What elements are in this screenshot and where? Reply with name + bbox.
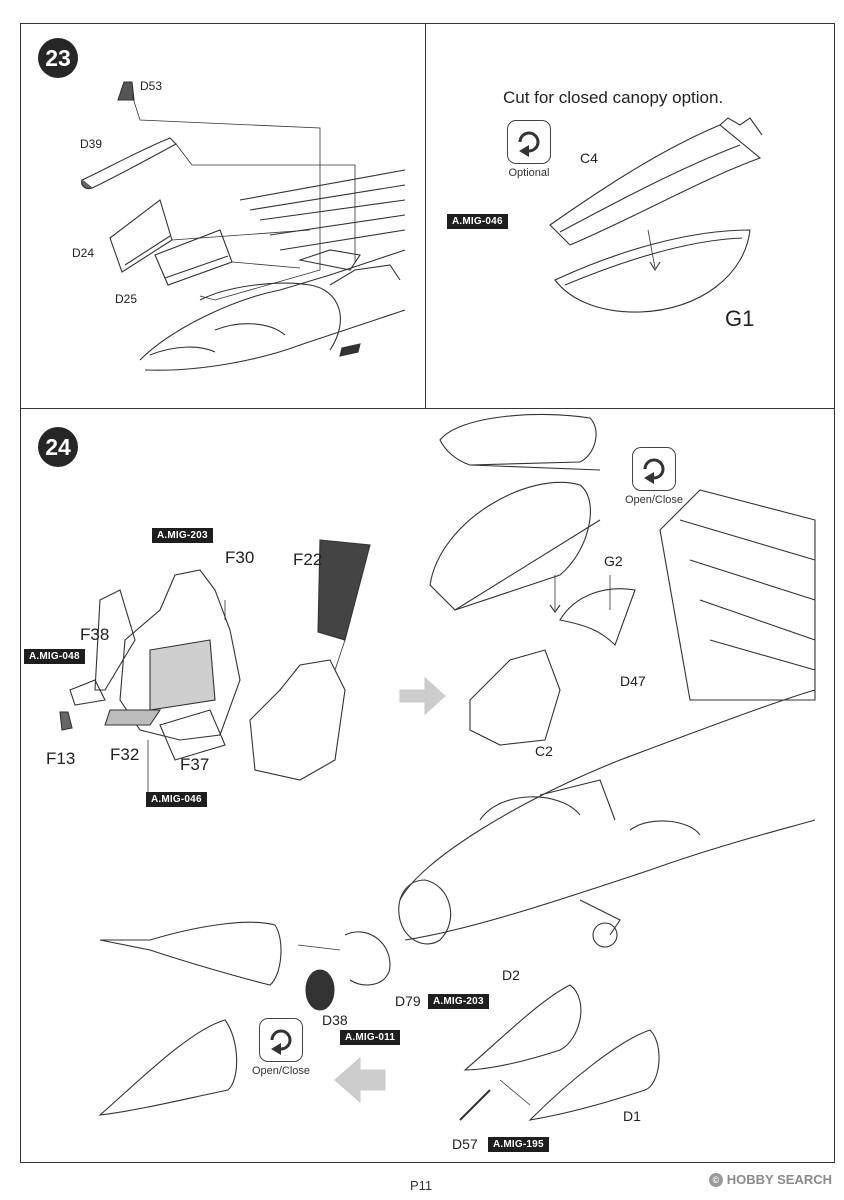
paint-code-c4: A.MIG-046 (447, 214, 508, 229)
closed-canopy-note: Cut for closed canopy option. (503, 88, 724, 107)
part-label-f38: F38 (80, 625, 110, 644)
paint-code-seat-left: A.MIG-048 (24, 649, 85, 664)
part-label-d24: D24 (72, 246, 95, 260)
paint-code-d79: A.MIG-203 (428, 994, 489, 1009)
paint-code-seat-top: A.MIG-203 (152, 528, 213, 543)
part-label-g1: G1 (725, 306, 755, 331)
part-label-c2: C2 (535, 743, 553, 759)
open-close-caption-top: Open/Close (624, 494, 684, 506)
part-label-d47: D47 (620, 673, 646, 689)
step-divider-vertical (425, 23, 426, 408)
step-divider-horizontal (20, 408, 835, 409)
open-close-caption-bottom: Open/Close (251, 1065, 311, 1077)
watermark-logo-icon: © (708, 1172, 723, 1187)
part-label-d2: D2 (502, 967, 520, 983)
step-number-24: 24 (38, 427, 78, 467)
paint-code-d38: A.MIG-011 (340, 1030, 401, 1045)
paint-code-d57: A.MIG-195 (488, 1137, 549, 1152)
part-label-d38: D38 (322, 1012, 348, 1028)
open-close-badge-top: Open/Close (618, 447, 690, 506)
optional-badge: Optional (505, 120, 553, 179)
paint-code-seat-bottom: A.MIG-046 (146, 792, 207, 807)
watermark: © HOBBY SEARCH (708, 1172, 832, 1187)
open-close-badge-bottom: Open/Close (245, 1018, 317, 1077)
part-label-d79: D79 (395, 993, 421, 1009)
instruction-sheet-frame (20, 23, 835, 1163)
part-label-d57: D57 (452, 1136, 478, 1152)
part-label-f22: F22 (293, 550, 323, 569)
part-label-d1: D1 (623, 1108, 641, 1124)
rotate-icon (259, 1018, 303, 1062)
part-label-f30: F30 (225, 548, 255, 567)
page-number: P11 (410, 1178, 433, 1193)
part-label-c4: C4 (580, 150, 598, 166)
step-number-23: 23 (38, 38, 78, 78)
part-label-f13: F13 (46, 749, 76, 768)
part-label-d39: D39 (80, 137, 103, 151)
part-label-f37: F37 (180, 755, 210, 774)
optional-caption: Optional (508, 167, 550, 179)
rotate-icon (507, 120, 551, 164)
watermark-text: HOBBY SEARCH (726, 1172, 832, 1187)
rotate-icon (632, 447, 676, 491)
part-label-g2: G2 (604, 553, 623, 569)
part-label-d53: D53 (140, 79, 163, 93)
part-label-f32: F32 (110, 745, 140, 764)
part-label-d25: D25 (115, 292, 138, 306)
